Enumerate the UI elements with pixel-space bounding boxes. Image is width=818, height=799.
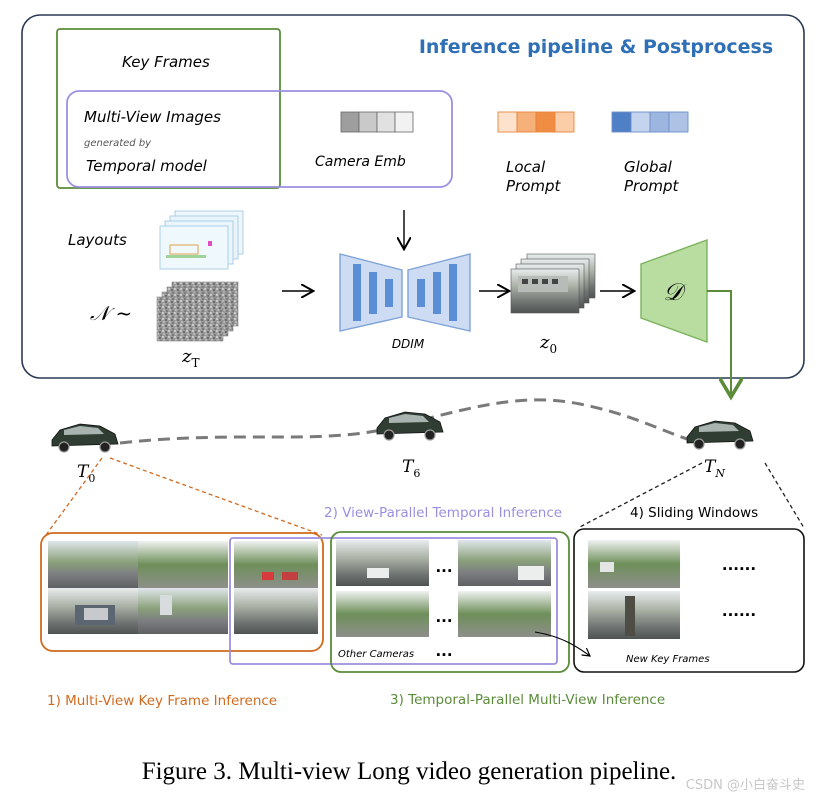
z-t-label: zT — [181, 346, 200, 370]
key-frames-label: Key Frames — [122, 53, 210, 71]
global-prompt-bar — [611, 111, 689, 133]
stage1-box — [40, 532, 324, 652]
new-key-frames-arrow — [534, 631, 590, 656]
stage1-images — [48, 541, 228, 634]
layouts-label: Layouts — [68, 231, 127, 249]
connector-t0-right — [109, 457, 323, 536]
camera-emb-label: Camera Emb — [315, 154, 406, 170]
arrow-output — [707, 290, 731, 395]
stage4-images — [588, 540, 680, 639]
pipeline-title: Inference pipeline & Postprocess — [419, 36, 773, 58]
stage1-purple-box — [229, 537, 558, 665]
new-key-frames-label: New Key Frames — [626, 654, 710, 665]
stage1-label: 1) Multi-View Key Frame Inference — [47, 693, 277, 709]
stage4-label: 4) Sliding Windows — [630, 505, 758, 521]
temporal-model-label: Temporal model — [86, 157, 208, 175]
stage2-ellipsis-1: ... — [435, 558, 452, 576]
ddim-unet — [339, 253, 471, 332]
decoder-block — [640, 239, 708, 343]
stage2-label: 2) View-Parallel Temporal Inference — [324, 505, 562, 521]
noise-symbol: 𝒩 ~ — [90, 301, 132, 325]
global-prompt-label-1: Global — [624, 158, 673, 176]
multi-view-images-label: Multi-View Images — [84, 108, 221, 126]
multi-view-box — [66, 90, 453, 188]
stage3-box — [330, 531, 570, 673]
car-t6 — [376, 411, 444, 441]
stage2-images — [336, 540, 551, 637]
car-tn — [686, 420, 754, 450]
camera-emb-bar — [340, 111, 414, 133]
stage2-ellipsis-3: ... — [435, 642, 452, 660]
layouts-stack — [159, 210, 244, 270]
stage4-ellipsis-2: ...... — [722, 602, 756, 620]
local-prompt-bar — [497, 111, 575, 133]
z0-image-stack — [510, 253, 596, 314]
car-t0 — [51, 423, 119, 453]
stage2-ellipsis-2: ... — [435, 608, 452, 626]
local-prompt-label-2: Prompt — [506, 177, 562, 195]
stage4-ellipsis-1: ...... — [722, 556, 756, 574]
stage3-label: 3) Temporal-Parallel Multi-View Inferenc… — [390, 692, 665, 708]
stage1-right-images — [234, 541, 318, 634]
local-prompt-label-1: Local — [506, 158, 546, 176]
noise-stack — [156, 281, 239, 342]
t6-label: T6 — [402, 457, 420, 480]
global-prompt-label-2: Prompt — [624, 177, 680, 195]
ddim-label: DDIM — [392, 337, 425, 351]
watermark: CSDN @小白奋斗史 — [686, 777, 805, 793]
connector-tn-left — [577, 462, 703, 529]
stage4-box — [573, 528, 805, 673]
z-0-label: z0 — [539, 332, 557, 356]
connector-tn-right — [764, 462, 805, 529]
other-cameras-label: Other Cameras — [338, 649, 414, 660]
t0-label: T0 — [77, 462, 95, 485]
generated-by-label: generated by — [84, 138, 152, 149]
connector-t0-left — [45, 457, 103, 536]
tn-label: TN — [704, 457, 725, 480]
key-frames-box — [56, 28, 281, 189]
figure-caption: Figure 3. Multi-view Long video generati… — [142, 758, 677, 785]
